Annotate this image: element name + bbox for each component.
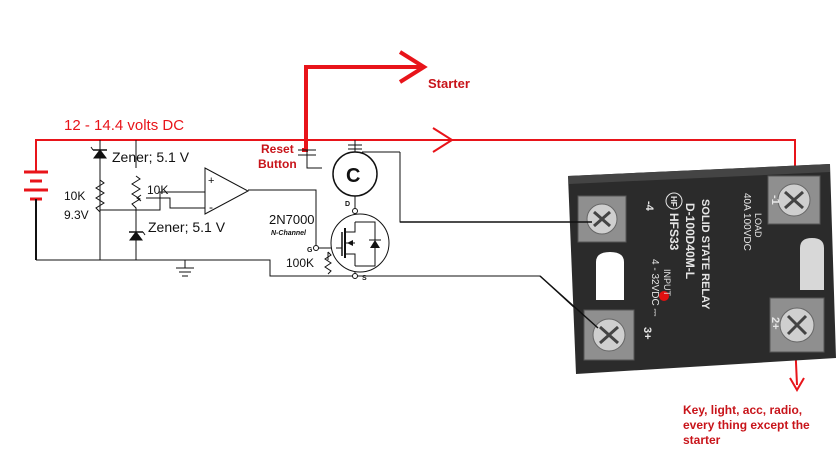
- pot-resistor-label: 10K: [147, 183, 168, 197]
- mosfet-drain-pin-icon: [352, 208, 358, 214]
- relay-input-positive-wire: [539, 275, 599, 329]
- solid-state-relay: HF HFS33 D-100D40M-L SOLID STATE RELAY 4…: [568, 164, 836, 374]
- divider-resistor-icon: [95, 179, 105, 213]
- reset-label-line2: Button: [258, 157, 297, 171]
- mosfet-drain-label: D: [345, 201, 350, 208]
- load-note-line3: starter: [683, 433, 721, 447]
- relay-part: D-100D40M-L: [683, 203, 697, 279]
- battery-icon: [24, 170, 48, 201]
- mosfet-type-label: N-Channel: [271, 230, 307, 237]
- relay-input-label: INPUT: [662, 269, 672, 297]
- gate-resistor-icon: [324, 251, 332, 275]
- relay-terminal-minus-one: [767, 175, 821, 225]
- relay-label-block: HF HFS33 D-100D40M-L SOLID STATE RELAY 4…: [641, 192, 781, 340]
- divider-resistor-label: 10K: [64, 189, 85, 203]
- ground-icon: [176, 267, 194, 277]
- opamp-comparator-icon: [204, 167, 250, 215]
- load-note: Key, light, acc, radio, every thing exce…: [683, 403, 813, 447]
- relay-terminal-plus-two-label: 2+: [769, 317, 781, 330]
- relay-mount-slot: [596, 252, 624, 300]
- relay-mount-slot-right: [800, 238, 824, 290]
- reset-button-label: Reset Button: [258, 142, 297, 171]
- relay-terminal-minus-one-label: -1: [769, 195, 781, 205]
- capacitor-small-icon: [348, 144, 400, 153]
- relay-terminal-plus-three-label: 3+: [641, 327, 653, 340]
- opamp-minus-label: -: [209, 200, 213, 214]
- mosfet-gate-label: G: [307, 247, 313, 254]
- relay-brand-logo-text: HF: [669, 196, 678, 207]
- relay-terminal-plus-two: [769, 297, 825, 353]
- mosfet-icon: [330, 213, 390, 273]
- relay-brand-logo-icon: [665, 192, 683, 210]
- relay-top-edge: [568, 164, 830, 184]
- pot-resistor-icon: [131, 175, 141, 228]
- supply-label: 12 - 14.4 volts DC: [64, 117, 184, 134]
- reset-label-line1: Reset: [261, 142, 294, 156]
- relay-input-led: [659, 291, 669, 301]
- zener-top-label: Zener; 5.1 V: [112, 149, 190, 165]
- zener-top-icon: [90, 146, 107, 159]
- mosfet-part-label: 2N7000: [269, 212, 315, 227]
- zener-bottom-label: Zener; 5.1 V: [148, 219, 226, 235]
- control-circuit-wiring: [36, 140, 593, 325]
- relay-terminal-minus-four: [577, 195, 627, 243]
- relay-model: HFS33: [667, 213, 681, 251]
- coil-label: C: [346, 165, 360, 187]
- current-direction-arrow: [432, 127, 454, 153]
- relay-type: SOLID STATE RELAY: [699, 199, 711, 310]
- reset-button-icon: [298, 149, 316, 168]
- relay-load-rating: 40A 100VDC: [741, 193, 752, 251]
- mosfet-source-pin-icon: [352, 273, 358, 279]
- mosfet-source-label: S: [362, 275, 367, 282]
- divider-voltage-label: 9.3V: [64, 208, 89, 222]
- starter-label: Starter: [428, 76, 470, 91]
- load-arrow-icon: [789, 377, 805, 392]
- coil-circle-icon: [332, 151, 378, 197]
- relay-load-label: LOAD: [753, 213, 763, 238]
- relay-terminal-plus-three: [583, 309, 635, 361]
- gate-resistor-label: 100K: [286, 256, 314, 270]
- relay-input-range: 4 - 32VDC ⎓: [649, 259, 660, 316]
- pot-wiper-arrow-icon: [136, 194, 142, 202]
- load-note-line2: every thing except the: [683, 418, 810, 432]
- starter-arrow-icon: [398, 50, 428, 84]
- mosfet-gate-pin-icon: [313, 245, 319, 251]
- opamp-plus-label: +: [208, 175, 214, 187]
- zener-bottom-icon: [129, 231, 146, 241]
- load-note-line1: Key, light, acc, radio,: [683, 403, 802, 417]
- relay-terminal-minus-four-label: -4: [643, 201, 655, 212]
